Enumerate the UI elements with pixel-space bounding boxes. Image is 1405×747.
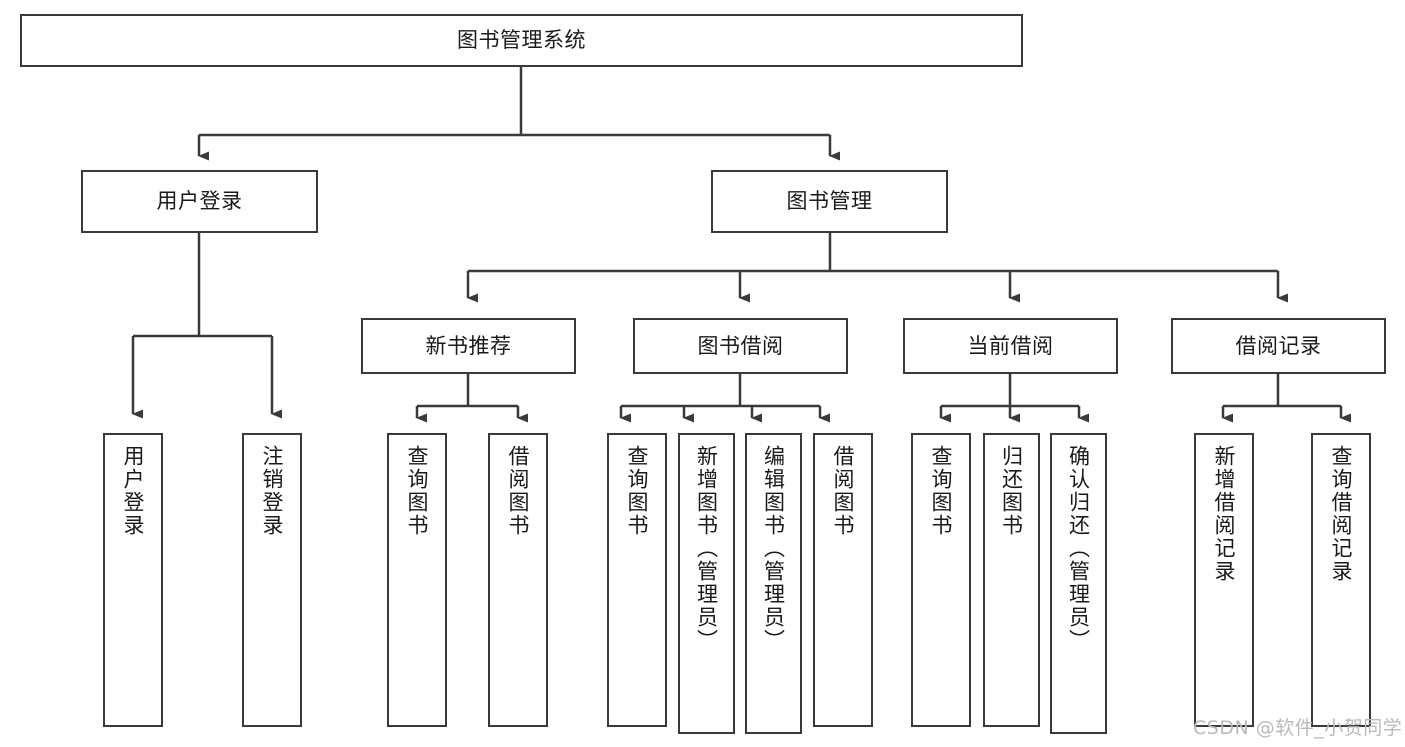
node-label: 新增借阅记录 bbox=[1212, 445, 1237, 583]
node-label: 用户登录 bbox=[121, 445, 146, 537]
leaf-user-login[interactable]: 用户登录 bbox=[103, 433, 163, 727]
node-label: 查询图书 bbox=[405, 445, 430, 537]
node-new-book-recommend[interactable]: 新书推荐 bbox=[361, 318, 576, 374]
node-label: 新增图书（管理员） bbox=[694, 445, 719, 652]
node-label: 归还图书 bbox=[999, 445, 1024, 537]
node-user-login[interactable]: 用户登录 bbox=[81, 170, 318, 233]
node-current-borrow[interactable]: 当前借阅 bbox=[903, 318, 1118, 374]
node-label: 查询图书 bbox=[929, 445, 954, 537]
node-borrow-record[interactable]: 借阅记录 bbox=[1171, 318, 1386, 374]
leaf-logout[interactable]: 注销登录 bbox=[242, 433, 302, 727]
node-label: 借阅图书 bbox=[831, 445, 856, 537]
leaf-query-book-1[interactable]: 查询图书 bbox=[387, 433, 447, 727]
leaf-borrow-book-2[interactable]: 借阅图书 bbox=[813, 433, 873, 727]
node-label: 图书管理 bbox=[786, 189, 873, 214]
node-label: 编辑图书（管理员） bbox=[761, 445, 786, 652]
node-root-system[interactable]: 图书管理系统 bbox=[20, 14, 1023, 67]
node-book-manage[interactable]: 图书管理 bbox=[711, 170, 948, 233]
leaf-query-book-3[interactable]: 查询图书 bbox=[911, 433, 971, 727]
node-book-borrow[interactable]: 图书借阅 bbox=[633, 318, 848, 374]
leaf-return-book[interactable]: 归还图书 bbox=[983, 433, 1040, 727]
node-label: 图书借阅 bbox=[697, 333, 784, 358]
node-label: 注销登录 bbox=[260, 445, 285, 537]
leaf-query-book-2[interactable]: 查询图书 bbox=[607, 433, 667, 727]
leaf-add-book[interactable]: 新增图书（管理员） bbox=[678, 433, 735, 734]
csdn-watermark: CSDN @软件_小贺同学 bbox=[1193, 717, 1403, 739]
node-label: 借阅图书 bbox=[506, 445, 531, 537]
node-label: 当前借阅 bbox=[967, 333, 1054, 358]
node-label: 查询图书 bbox=[625, 445, 650, 537]
node-label: 查询借阅记录 bbox=[1329, 445, 1354, 583]
node-label: 图书管理系统 bbox=[457, 28, 586, 53]
node-label: 用户登录 bbox=[156, 189, 243, 214]
leaf-borrow-book-1[interactable]: 借阅图书 bbox=[488, 433, 548, 727]
leaf-add-record[interactable]: 新增借阅记录 bbox=[1194, 433, 1254, 727]
leaf-query-record[interactable]: 查询借阅记录 bbox=[1311, 433, 1371, 727]
node-label: 新书推荐 bbox=[425, 333, 512, 358]
leaf-edit-book[interactable]: 编辑图书（管理员） bbox=[745, 433, 802, 734]
node-label: 借阅记录 bbox=[1235, 333, 1322, 358]
node-label: 确认归还（管理员） bbox=[1066, 445, 1091, 652]
leaf-confirm-return[interactable]: 确认归还（管理员） bbox=[1050, 433, 1107, 734]
